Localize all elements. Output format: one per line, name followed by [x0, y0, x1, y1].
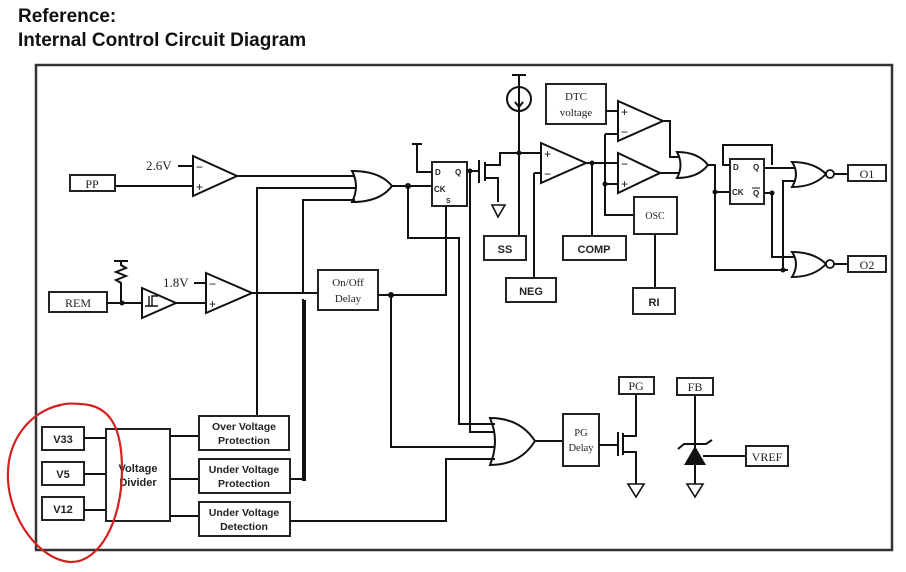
svg-text:+: + [544, 147, 551, 161]
or-gate-2 [675, 150, 710, 180]
ground-icon [490, 204, 507, 219]
ss-pin: SS [483, 235, 527, 261]
rem-input: REM [48, 291, 108, 313]
svg-text:V5: V5 [56, 469, 69, 481]
svg-text:PG: PG [628, 379, 644, 393]
pg-pin: PG [618, 376, 655, 395]
rem-comparator: − + [205, 271, 255, 315]
comp-pin: COMP [562, 235, 627, 261]
pg-delay-block: PG Delay [562, 413, 600, 467]
svg-text:Delay: Delay [335, 293, 362, 305]
svg-text:+: + [621, 105, 628, 119]
svg-text:On/Off: On/Off [332, 277, 364, 289]
svg-text:COMP: COMP [578, 244, 611, 256]
annotation-circle [6, 402, 124, 564]
svg-text:+: + [196, 180, 203, 194]
v12-input: V12 [41, 496, 85, 521]
v33-input: V33 [41, 426, 85, 451]
zener-diode [677, 439, 713, 465]
svg-text:SS: SS [498, 244, 513, 256]
osc-block: OSC [633, 196, 678, 235]
svg-text:RI: RI [649, 297, 660, 309]
svg-text:voltage: voltage [560, 107, 592, 119]
pwm-comparator: − + [617, 151, 663, 195]
svg-text:Over Voltage: Over Voltage [212, 421, 276, 433]
or-gate-3 [488, 416, 537, 467]
svg-text:CK: CK [434, 185, 446, 194]
v5-input: V5 [41, 461, 85, 486]
svg-text:Under Voltage: Under Voltage [209, 507, 280, 519]
svg-text:−: − [209, 277, 216, 291]
svg-text:Protection: Protection [218, 478, 270, 490]
svg-text:CK: CK [732, 188, 744, 197]
svg-text:S: S [446, 198, 451, 205]
svg-text:−: − [544, 167, 551, 181]
under-voltage-detection: Under Voltage Detection [198, 501, 291, 537]
svg-text:Under Voltage: Under Voltage [209, 464, 280, 476]
ref-1.8v-label: 1.8V [163, 275, 189, 290]
svg-text:−: − [621, 157, 628, 171]
svg-text:O2: O2 [860, 258, 875, 272]
current-source [506, 74, 532, 153]
svg-text:D: D [435, 168, 441, 177]
dtc-comparator: + − [617, 99, 666, 143]
svg-text:Q: Q [455, 168, 461, 177]
pp-comparator: − + [192, 154, 240, 198]
error-amplifier: + − [540, 141, 589, 185]
svg-text:V12: V12 [53, 504, 73, 516]
o1-output: O1 [847, 164, 887, 182]
flipflop-1: D Q CK S [431, 161, 468, 207]
pp-label: PP [85, 177, 99, 191]
svg-text:O1: O1 [860, 167, 875, 181]
under-voltage-protection: Under Voltage Protection [198, 458, 291, 494]
ground-icon [626, 483, 646, 499]
svg-text:Q: Q [753, 163, 759, 172]
ri-pin: RI [632, 287, 676, 315]
svg-text:−: − [196, 160, 203, 174]
svg-text:VREF: VREF [752, 450, 783, 464]
pp-input: PP [69, 174, 116, 192]
schmitt-buffer [141, 286, 179, 320]
pg-transistor [617, 395, 646, 499]
svg-text:Divider: Divider [119, 477, 157, 489]
dtc-voltage-block: DTC voltage [545, 83, 607, 125]
voltage-divider-block: Voltage Divider [105, 428, 171, 522]
svg-text:+: + [209, 297, 216, 311]
svg-text:Delay: Delay [568, 443, 594, 454]
svg-text:+: + [621, 177, 628, 191]
onoff-delay-block: On/Off Delay [317, 269, 379, 311]
svg-text:FB: FB [688, 380, 703, 394]
vref-pin: VREF [745, 445, 789, 467]
svg-text:Detection: Detection [220, 521, 268, 533]
ref-2.6v-label: 2.6V [146, 158, 172, 173]
o2-output: O2 [847, 255, 887, 273]
or-gate-1 [350, 169, 394, 204]
svg-text:Q: Q [753, 189, 759, 198]
svg-text:NEG: NEG [519, 286, 543, 298]
svg-text:V33: V33 [53, 434, 73, 446]
fb-pin: FB [676, 377, 714, 396]
neg-pin: NEG [505, 277, 557, 303]
rem-label: REM [65, 296, 91, 310]
pullup-resistor [113, 260, 129, 303]
svg-text:OSC: OSC [645, 211, 665, 222]
ss-switch-transistor [478, 152, 518, 219]
diagram-title: Internal Control Circuit Diagram [18, 30, 307, 51]
svg-text:Voltage: Voltage [119, 463, 158, 475]
svg-text:Protection: Protection [218, 435, 270, 447]
reference-label: Reference: [18, 6, 117, 27]
svg-text:−: − [621, 125, 628, 139]
svg-text:D: D [733, 163, 739, 172]
ground-icon [685, 483, 705, 499]
over-voltage-protection: Over Voltage Protection [198, 415, 290, 451]
svg-text:DTC: DTC [565, 91, 587, 103]
flipflop-2: D Q CK Q [722, 144, 773, 205]
svg-text:PG: PG [574, 428, 588, 439]
